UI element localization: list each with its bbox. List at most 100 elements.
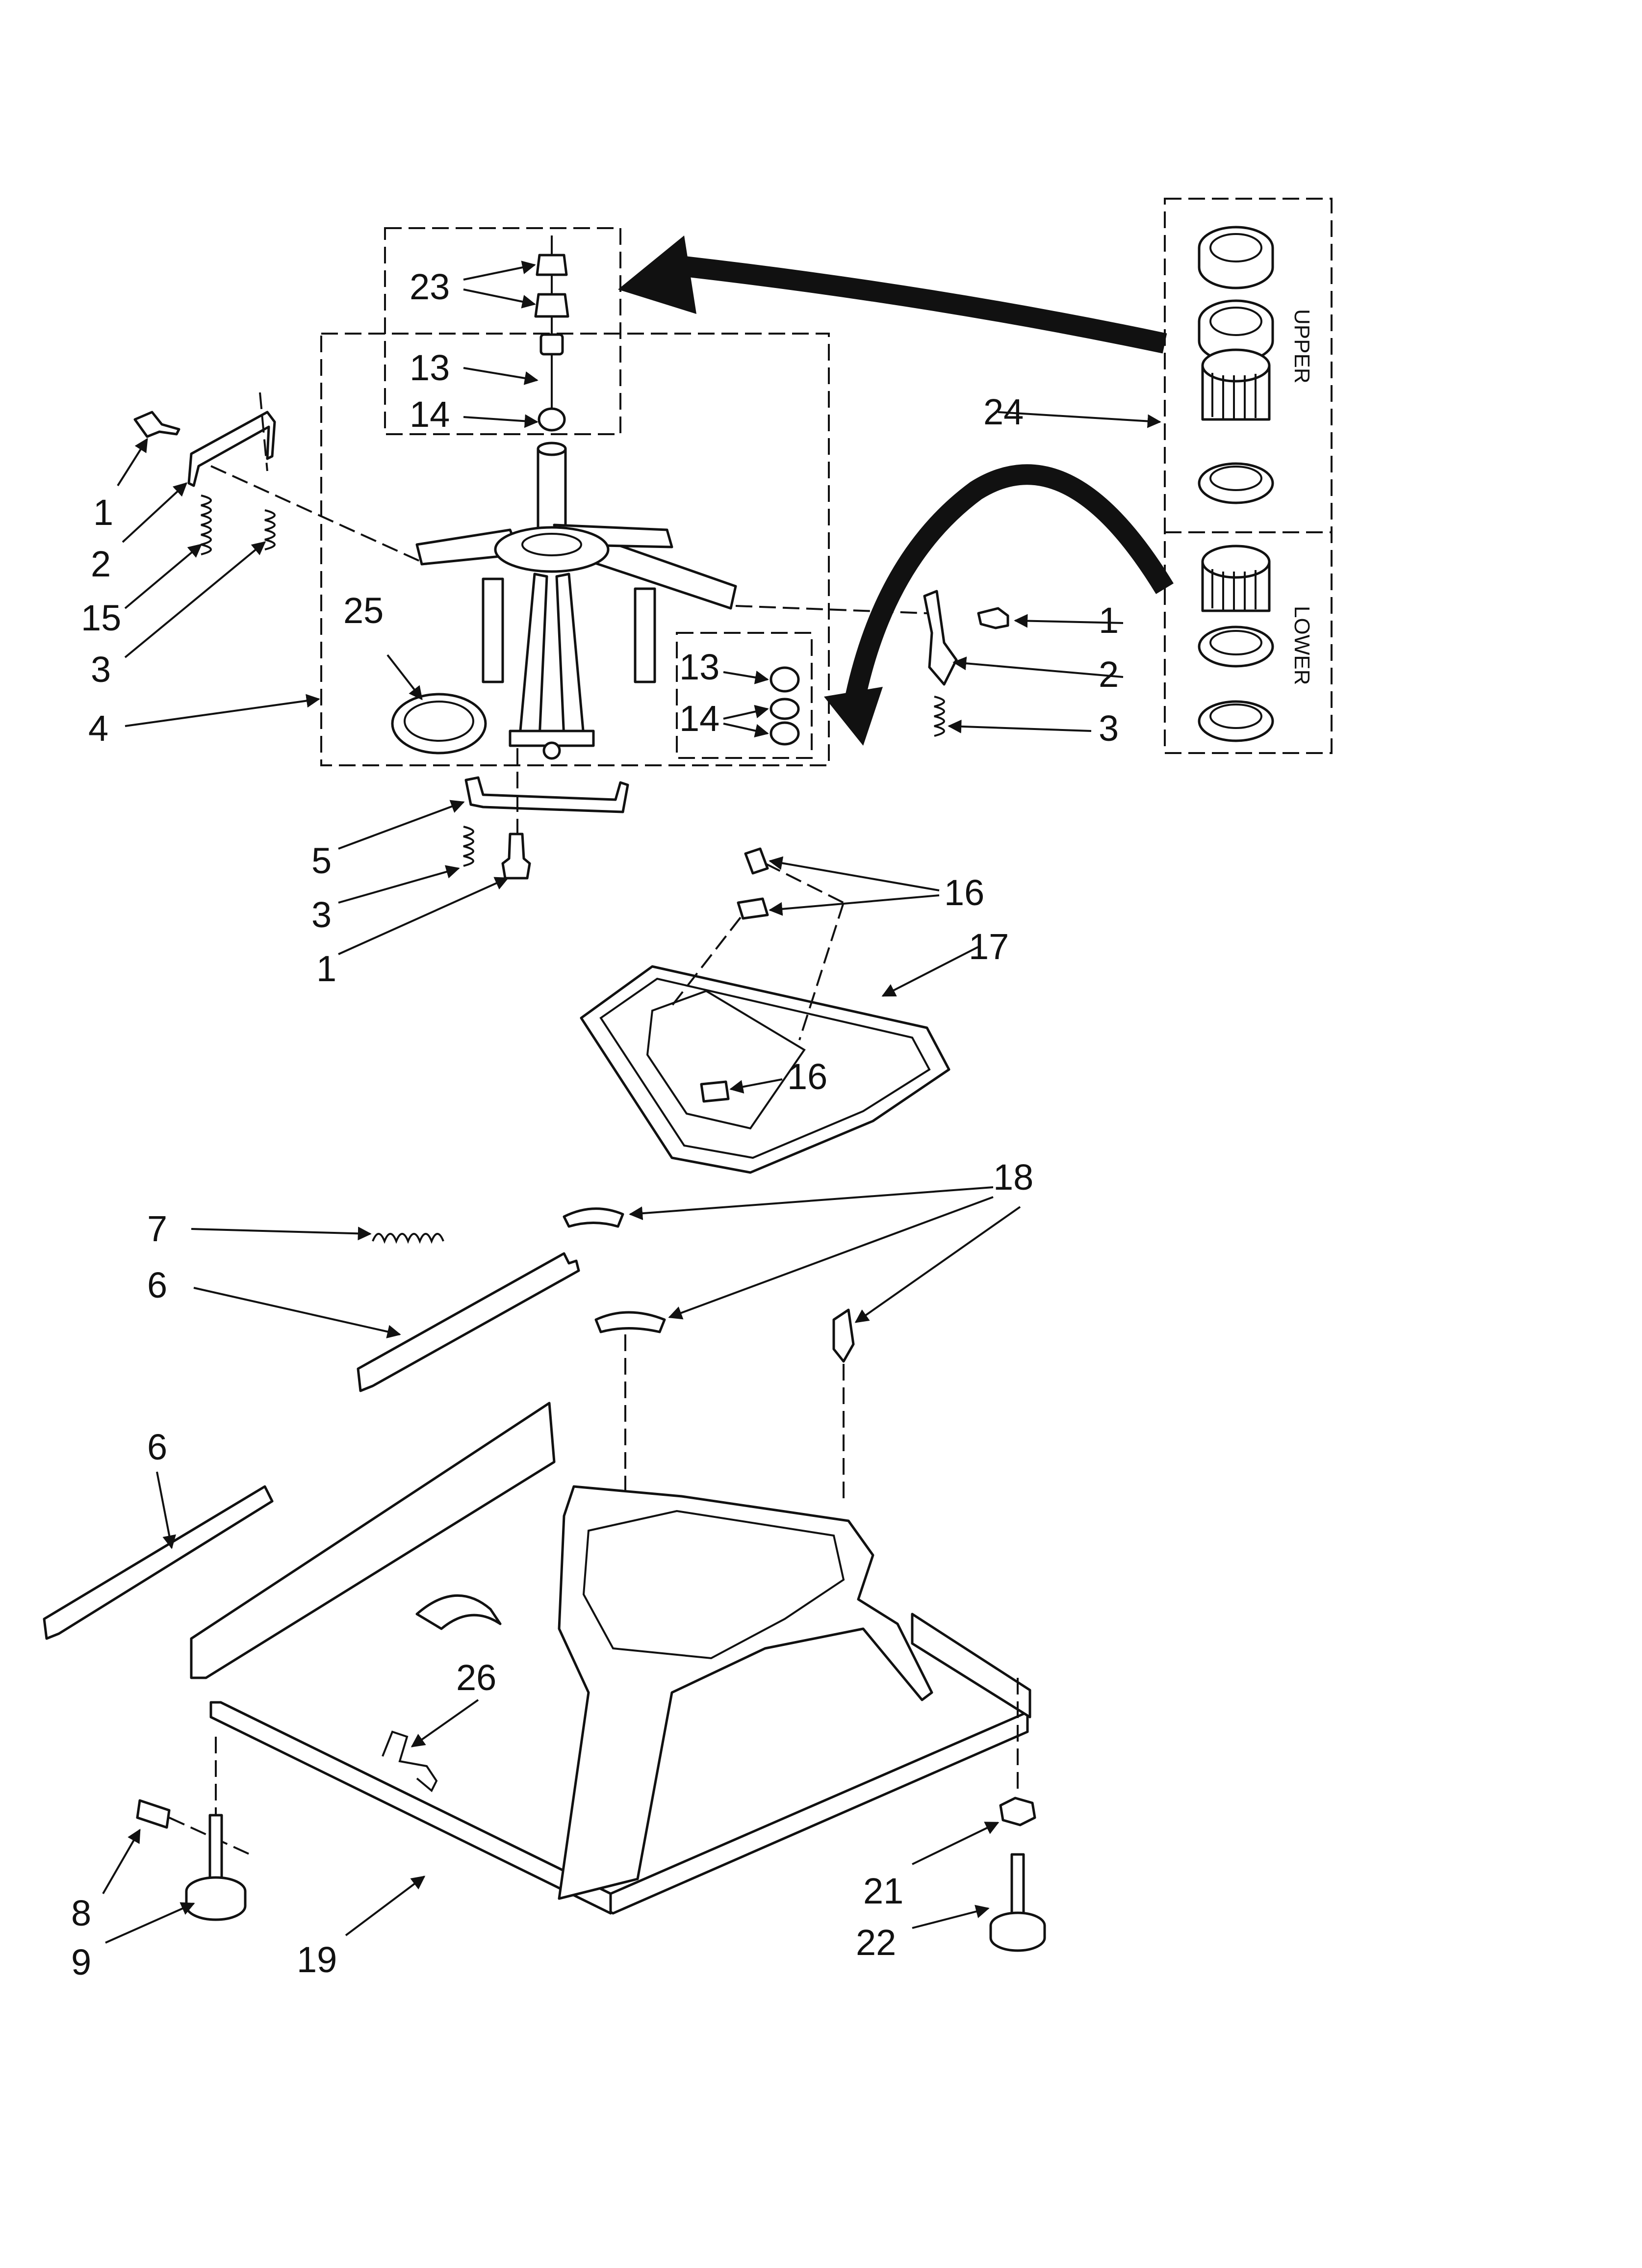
callout-5: 5	[311, 840, 332, 881]
lower-washer-2	[1198, 700, 1274, 742]
spring-3-left	[264, 509, 276, 550]
callout-9: 9	[71, 1942, 91, 1982]
kit-arrows	[618, 235, 1174, 746]
callout-18: 18	[993, 1157, 1033, 1198]
frame-19-rail-right	[911, 1613, 1031, 1719]
suspension-assembly	[415, 442, 737, 760]
bushing-23b	[534, 293, 569, 318]
callout-13-lower: 13	[679, 647, 719, 687]
screw-1-right	[977, 607, 1009, 629]
callout-labels: 23 13 14 24 1 2 15 3 25 4 13 14 1 2 3 5 …	[71, 266, 1119, 1982]
leg-front-right	[555, 573, 585, 740]
callout-15: 15	[81, 598, 121, 638]
spring-15	[201, 495, 212, 555]
spring-3-base	[463, 826, 474, 867]
bolt-22-stem	[1010, 1853, 1025, 1925]
pad-18-c	[832, 1308, 855, 1363]
leaders	[102, 261, 1161, 1944]
bracket-2-left	[187, 411, 276, 487]
bushing-23a	[536, 254, 568, 276]
callout-4: 4	[88, 708, 108, 749]
right-bracket-group	[735, 590, 1009, 737]
frame-19-tower	[558, 1485, 933, 1900]
callout-3-left: 3	[91, 649, 111, 690]
leg-front-left	[518, 573, 548, 740]
upper-label: UPPER	[1290, 309, 1314, 384]
dashed-boxes	[320, 198, 1333, 766]
clip-16-c	[700, 1080, 730, 1103]
callout-3-base: 3	[311, 894, 332, 935]
bushing-stack	[534, 235, 569, 432]
callout-1-right: 1	[1099, 600, 1119, 641]
lower-label: LOWER	[1290, 606, 1314, 685]
slide-6-upper	[357, 1252, 580, 1392]
lower-bushing-14b	[770, 721, 800, 746]
spring-7	[372, 1233, 444, 1244]
callout-24: 24	[983, 391, 1024, 432]
upper-flat-washer	[1198, 462, 1274, 504]
callout-7: 7	[147, 1208, 167, 1249]
lower-kit-arrow	[843, 464, 1174, 709]
spring-3-right	[934, 696, 945, 737]
rivet-8	[136, 1799, 171, 1829]
left-bracket-group	[133, 392, 427, 565]
callout-26: 26	[456, 1657, 496, 1698]
screw-1-base	[501, 833, 531, 880]
base-frame	[190, 1402, 1031, 1915]
top-cover-frame	[580, 847, 950, 1174]
upper-seal-ring-1	[1198, 226, 1274, 289]
leg-bracket	[415, 1594, 502, 1630]
pad-18-b	[594, 1311, 666, 1333]
bracket-5	[464, 776, 629, 813]
callout-17: 17	[969, 926, 1009, 967]
cabinet-mounting-parts	[43, 1207, 855, 1663]
callout-2-left: 2	[91, 544, 111, 584]
upper-kit-arrowhead	[618, 235, 696, 314]
upper-kit-arrow	[670, 255, 1167, 354]
callout-19: 19	[297, 1939, 337, 1980]
lower-bushings	[770, 666, 800, 746]
callout-1-left: 1	[93, 492, 113, 533]
callout-2-right: 2	[1099, 654, 1119, 695]
lower-splined-bushing	[1201, 545, 1271, 612]
callout-14-top: 14	[410, 394, 450, 435]
seal-ring-25	[391, 693, 487, 755]
callout-6-upper: 6	[147, 1265, 167, 1305]
suspension-box	[320, 333, 830, 766]
nut-21	[999, 1797, 1036, 1826]
callout-16-top: 16	[944, 872, 984, 913]
kit-inset-box	[1164, 198, 1333, 754]
bushing-14	[538, 407, 566, 432]
clip-26	[382, 1730, 438, 1793]
hub	[494, 526, 610, 573]
bushing-13	[539, 333, 564, 356]
bracket-2-right	[923, 590, 958, 686]
callout-8: 8	[71, 1893, 91, 1933]
lower-bushing-box	[676, 632, 813, 759]
lower-bushing-14a	[770, 698, 800, 720]
callout-3-right: 3	[1099, 708, 1119, 749]
screw-1-top-left	[133, 411, 180, 438]
base-bracket-group	[463, 748, 629, 880]
lower-kit-arrowhead	[824, 687, 883, 746]
upper-splined-bushing	[1201, 348, 1271, 421]
pad-18-a	[563, 1207, 624, 1228]
leg-back-right	[634, 587, 656, 683]
clip-16-a	[744, 847, 769, 875]
callout-14-lower: 14	[679, 698, 719, 739]
callout-13-top: 13	[410, 347, 450, 388]
frame-19-rail-back	[190, 1402, 556, 1679]
lower-bushing-13	[770, 666, 800, 693]
callout-22: 22	[856, 1922, 896, 1963]
callout-1-base: 1	[316, 948, 336, 989]
callout-6-lower: 6	[147, 1427, 167, 1467]
kit-inset-parts: UPPER LOWER	[1198, 226, 1314, 742]
clip-16-b	[737, 897, 769, 920]
lower-washer-1	[1198, 626, 1274, 668]
callout-25: 25	[343, 590, 384, 631]
callout-16-frame: 16	[787, 1056, 827, 1097]
frame-17	[580, 965, 950, 1174]
callout-21: 21	[863, 1871, 903, 1911]
callout-23: 23	[410, 266, 450, 307]
